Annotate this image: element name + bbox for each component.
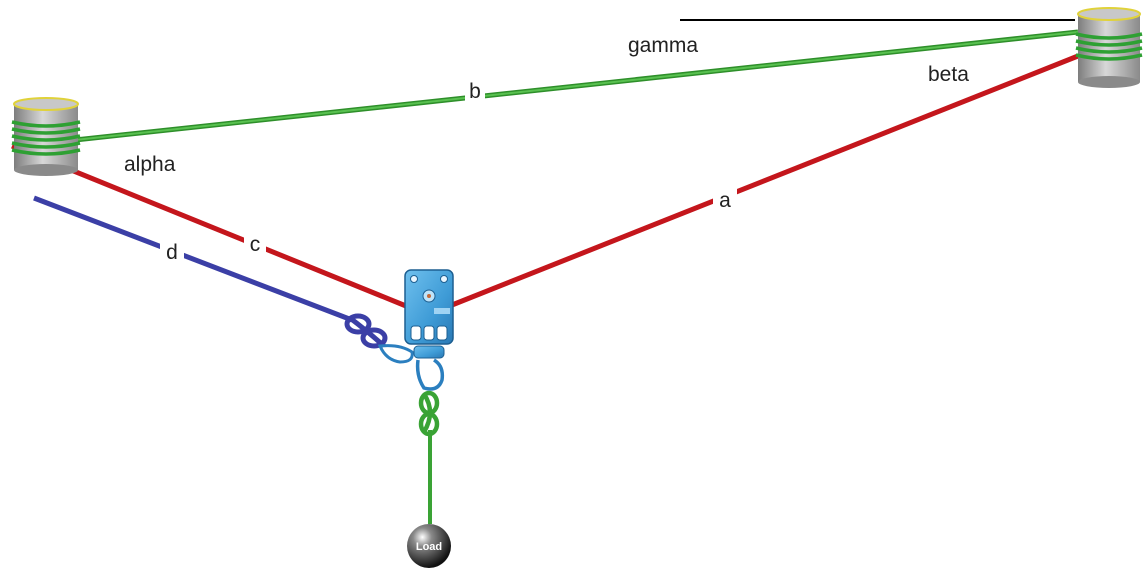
- angle-beta-label: beta: [928, 63, 969, 86]
- angle-gamma-label: gamma: [628, 34, 698, 57]
- blue-figure-eight-knot-icon: [344, 313, 388, 349]
- load-carabiner-icon: [415, 358, 445, 391]
- rope-d-label: d: [166, 241, 178, 264]
- angle-alpha-label: alpha: [124, 153, 176, 176]
- rope-d: [33, 195, 353, 323]
- load-label: Load: [416, 541, 442, 553]
- blue-carabiner-icon: [377, 344, 414, 364]
- green-figure-eight-knot-icon: [418, 390, 440, 437]
- rigging-plate-icon: [404, 269, 454, 359]
- right-anchor-cylinder-icon: [1075, 7, 1143, 88]
- load-ball-icon: [407, 524, 451, 568]
- rope-c-label: c: [250, 233, 261, 256]
- rope-a-label: a: [719, 189, 731, 212]
- rope-a: [451, 53, 1079, 308]
- left-anchor-cylinder-icon: [11, 97, 81, 176]
- rope-c: [11, 143, 407, 309]
- rope-b-label: b: [469, 80, 481, 103]
